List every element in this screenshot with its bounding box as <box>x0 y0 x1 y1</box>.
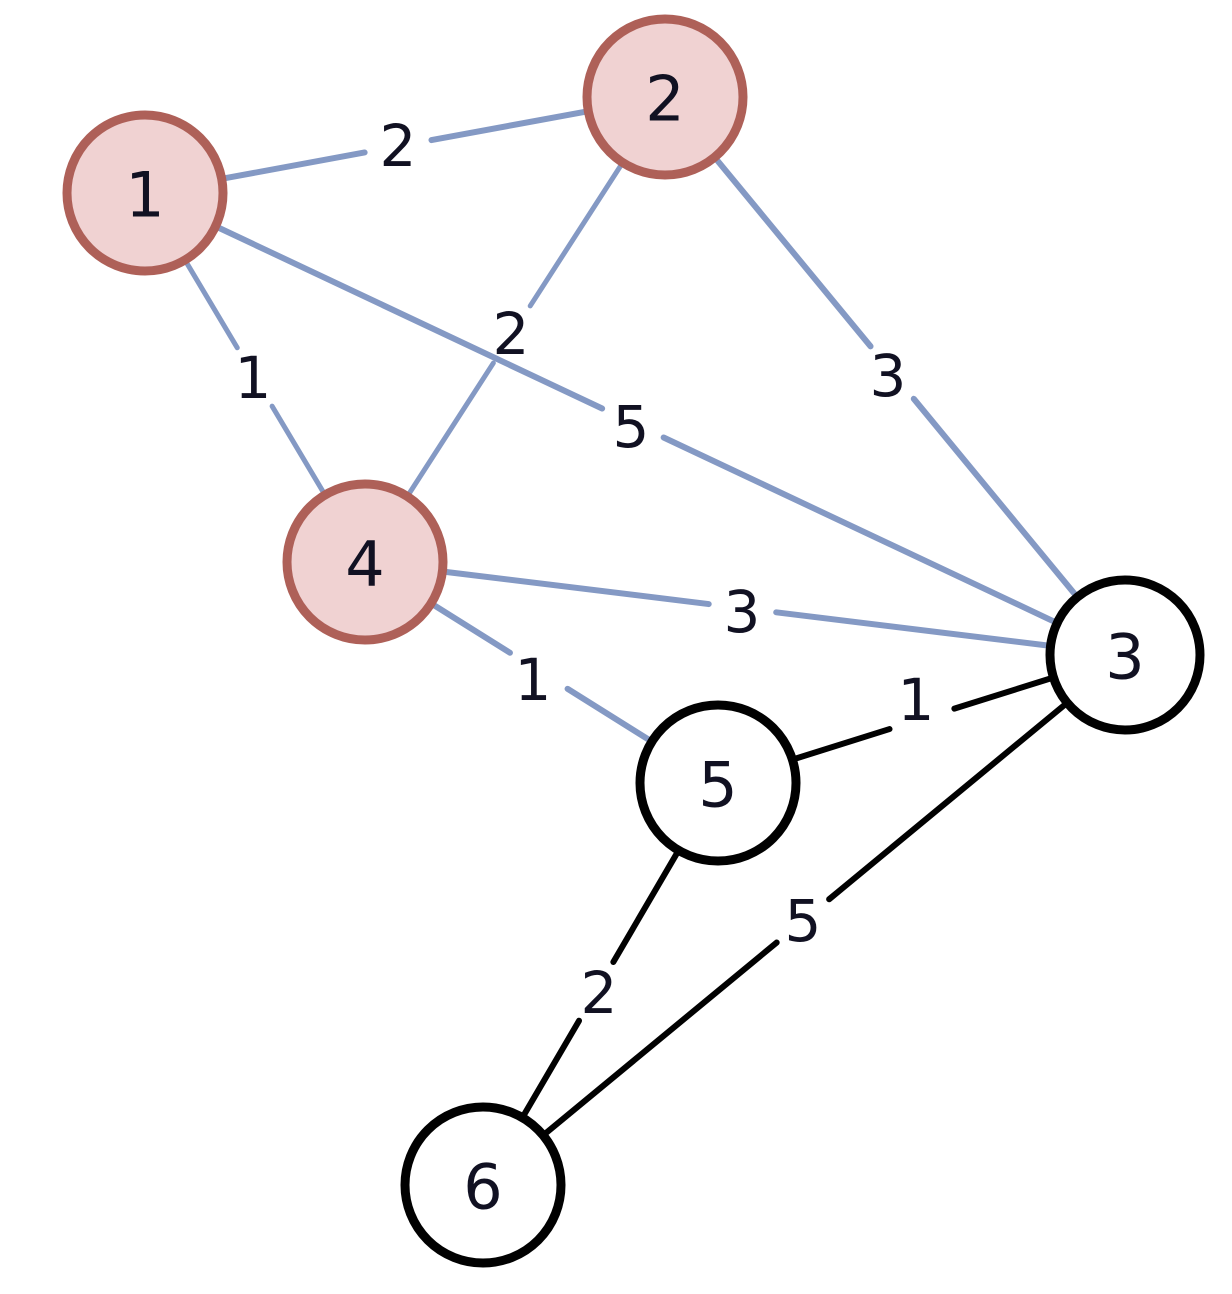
graph-edge-n4-n5-seg1 <box>429 601 513 656</box>
node-label-5: 5 <box>698 749 737 822</box>
graph-node-1[interactable]: 1 <box>62 110 228 276</box>
node-circle-2[interactable] <box>582 14 748 180</box>
edge-lines-group <box>183 108 1080 1138</box>
edge-weight-label-n4-n5: 1 <box>515 646 552 714</box>
graph-edge-n1-n3-seg1 <box>214 224 606 412</box>
node-circle-1[interactable] <box>62 110 228 276</box>
edge-weight-label-n1-n3: 5 <box>613 393 650 461</box>
node-label-6: 6 <box>463 1151 502 1224</box>
graph-edge-n6-n3-seg1 <box>541 939 780 1138</box>
graph-edge-n5-n3-seg2 <box>951 675 1055 712</box>
graph-node-5[interactable]: 5 <box>635 700 801 866</box>
node-circle-4[interactable] <box>282 479 448 645</box>
graph-edge-n5-n3-seg1 <box>791 726 893 762</box>
graph-edge-n1-n3-seg2 <box>660 434 1059 626</box>
edge-weight-label-n2-n3: 3 <box>870 342 907 410</box>
edge-weight-label-n2-n4: 2 <box>493 300 530 368</box>
node-label-4: 4 <box>345 528 384 601</box>
node-circle-3[interactable] <box>1045 575 1205 735</box>
graph-edge-n2-n4-seg2 <box>405 360 496 498</box>
node-label-1: 1 <box>125 159 164 232</box>
edge-weight-label-n5-n3: 1 <box>898 666 935 734</box>
graph-edge-n1-n2-seg2 <box>428 108 590 144</box>
graph-edge-n5-n6-seg1 <box>610 849 681 966</box>
edge-weight-label-n1-n2: 2 <box>380 112 417 180</box>
edge-weight-label-n6-n3: 5 <box>785 887 822 955</box>
edge-weight-label-n1-n4: 1 <box>235 344 272 412</box>
node-label-3: 3 <box>1105 621 1144 694</box>
graph-node-2[interactable]: 2 <box>582 14 748 180</box>
graph-node-3[interactable]: 3 <box>1045 575 1205 735</box>
edge-labels-group: 2 1 5 2 3 3 1 1 2 5 <box>235 112 935 1027</box>
node-circle-5[interactable] <box>635 700 801 866</box>
edge-weight-label-n4-n3: 3 <box>724 578 761 646</box>
graph-node-4[interactable]: 4 <box>282 479 448 645</box>
graph-edge-n1-n4-seg2 <box>269 403 327 496</box>
graph-edge-n5-n6-seg2 <box>520 1017 583 1119</box>
node-circle-6[interactable] <box>400 1102 566 1268</box>
graph-node-6[interactable]: 6 <box>400 1102 566 1268</box>
nodes-group: 1 2 4 3 5 6 <box>62 14 1205 1268</box>
graph-edge-n4-n5-seg2 <box>564 685 654 744</box>
graph-edge-n1-n2-seg1 <box>220 149 368 182</box>
node-label-2: 2 <box>645 63 684 136</box>
graph-edge-n1-n4-seg1 <box>183 259 240 351</box>
graph-edge-n2-n3-seg1 <box>712 155 874 350</box>
graph-edge-n2-n4-seg1 <box>527 161 625 309</box>
edge-weight-label-n5-n6: 2 <box>581 959 618 1027</box>
graph-edge-n6-n3-seg2 <box>826 701 1069 903</box>
graph-edge-n2-n3-seg2 <box>910 395 1080 599</box>
graph-edge-n4-n3-seg2 <box>773 609 1052 649</box>
graph-edge-n4-n3-seg1 <box>441 568 712 608</box>
